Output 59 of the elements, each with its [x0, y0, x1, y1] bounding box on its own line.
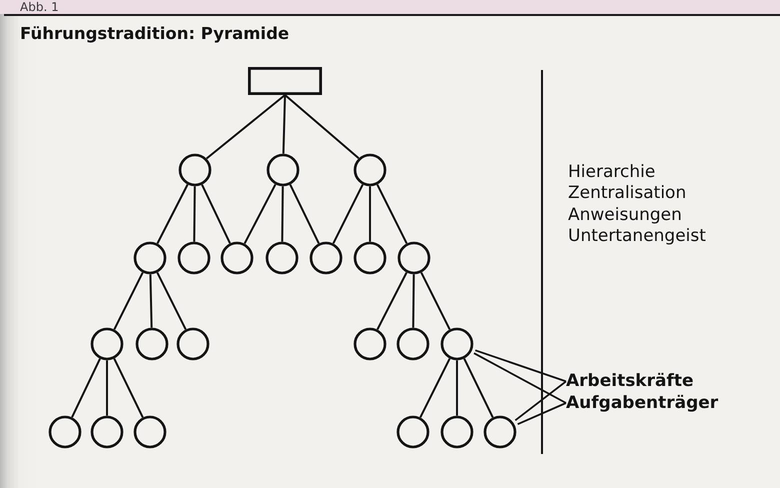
connector-line [244, 184, 276, 244]
term-label: Anweisungen [568, 204, 682, 226]
connector-line [376, 272, 408, 330]
term-label: Hierarchie [568, 162, 656, 182]
connector-line [332, 184, 364, 244]
leader-line [514, 380, 567, 422]
org-chart-circle [265, 241, 299, 275]
org-chart-circle [220, 241, 254, 275]
figure-number: Abb. 1 [20, 0, 59, 14]
connector-line [369, 186, 371, 242]
org-chart-circle [396, 415, 430, 449]
connector-line [284, 94, 360, 159]
connector-line [282, 94, 286, 154]
connector-line [463, 358, 494, 418]
connector-line [289, 184, 320, 244]
connector-line [412, 274, 415, 328]
connector-line [419, 358, 451, 418]
connector-line [156, 184, 188, 244]
org-chart-circle [48, 415, 82, 449]
connector-line [106, 360, 108, 416]
connector-line [456, 360, 458, 416]
org-chart-circle [176, 327, 210, 361]
connector-line [156, 272, 187, 330]
leader-line [475, 349, 566, 382]
org-chart-circle [133, 415, 167, 449]
org-chart-circle [483, 415, 517, 449]
callout-label: Aufgabenträger [566, 393, 718, 413]
org-chart-circle [178, 153, 212, 187]
term-label: Zentralisation [568, 183, 686, 204]
org-chart-circle [396, 327, 430, 361]
diagram-title: Führungstradition: Pyramide [20, 24, 290, 44]
connector-line [376, 184, 408, 244]
org-chart-circle [133, 241, 167, 275]
org-chart-circle [397, 241, 431, 275]
org-chart-circle [177, 241, 211, 275]
org-chart-circle [353, 153, 387, 187]
org-chart-circle [440, 327, 474, 361]
connector-line [206, 94, 286, 160]
connector-line [201, 184, 231, 244]
connector-line [71, 358, 101, 418]
leader-line [474, 352, 566, 404]
org-chart-circle [440, 415, 474, 449]
connector-line [113, 358, 144, 418]
org-chart-circle [266, 153, 300, 187]
org-chart-circle [309, 241, 343, 275]
org-chart-circle [353, 241, 387, 275]
connector-line [281, 186, 284, 242]
connector-line [420, 272, 451, 330]
org-chart-circle [90, 415, 124, 449]
leader-line [517, 402, 566, 426]
org-chart-circle [353, 327, 387, 361]
callout-label: Arbeitskräfte [566, 371, 694, 392]
term-label: Untertanengeist [568, 226, 706, 247]
connector-line [193, 186, 196, 242]
org-chart-circle [90, 327, 124, 361]
top-position-box [248, 67, 322, 95]
org-chart-circle [135, 327, 169, 361]
connector-line [113, 272, 144, 330]
connector-line [149, 274, 153, 328]
